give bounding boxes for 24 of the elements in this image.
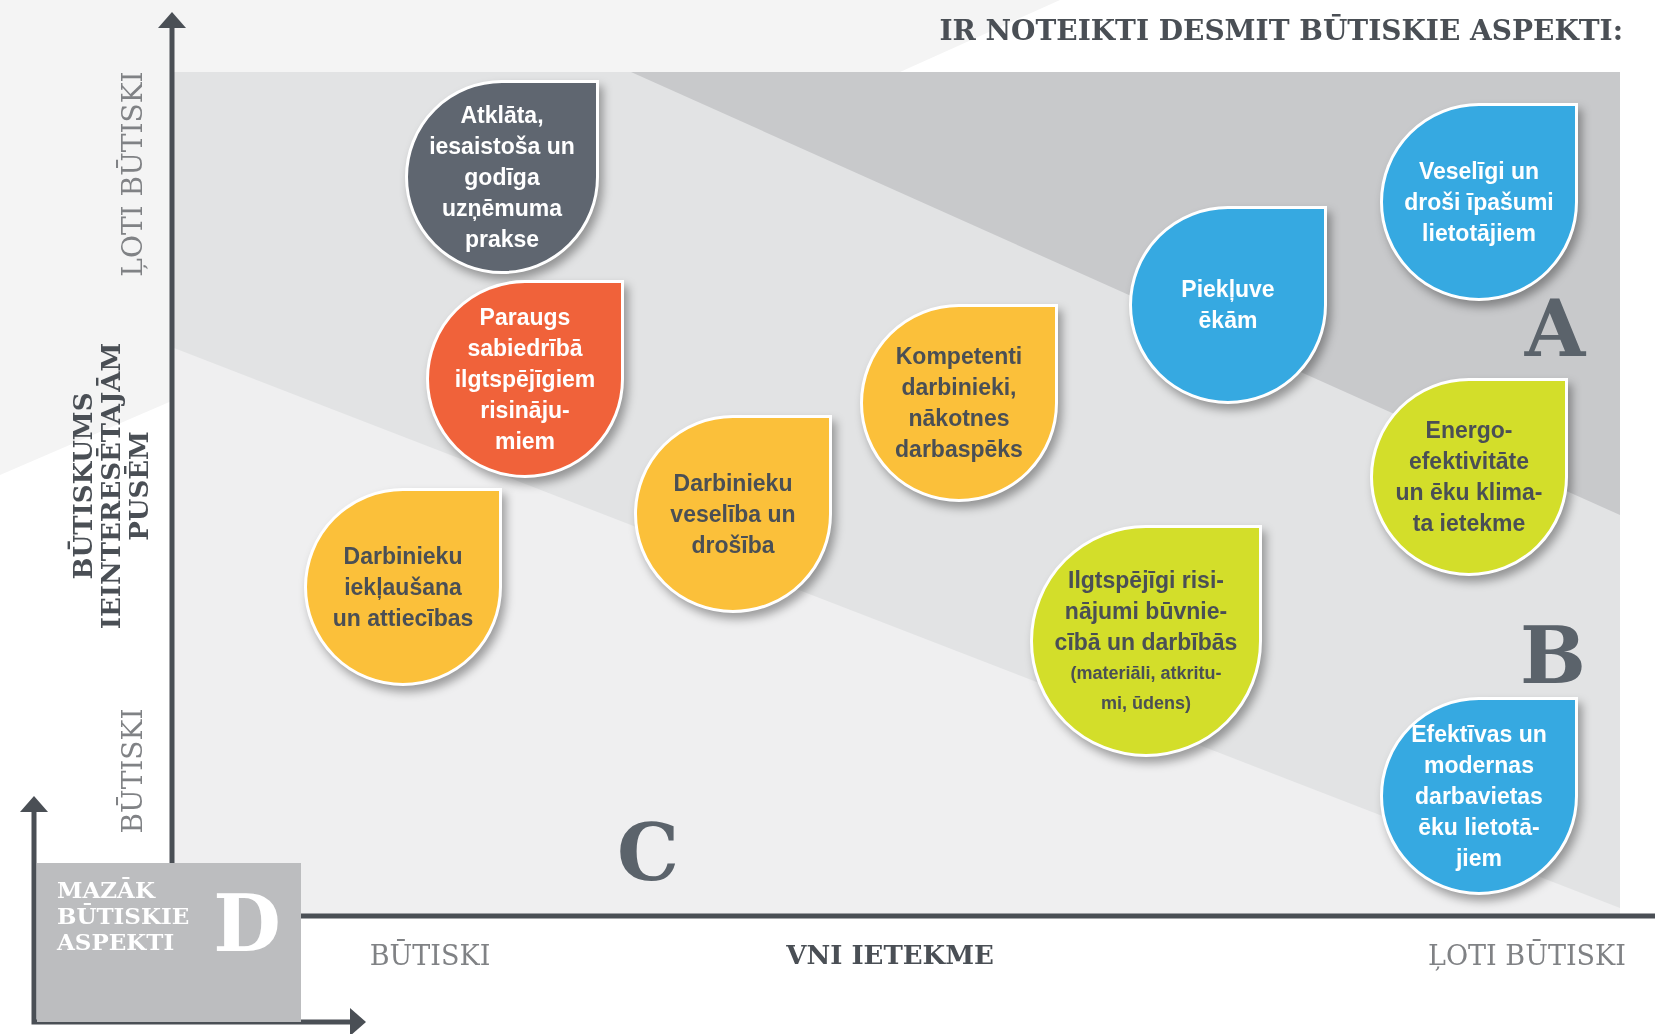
aspect-text: Darbinieku iekļaušana un attiecības — [331, 541, 475, 633]
aspect-text: Kompetenti darbinieki, nākotnes darbaspēks — [894, 342, 1024, 464]
title: IR NOTEIKTI DESMIT BŪTISKIE ASPEKTI: — [939, 14, 1623, 47]
axis-title: BŪTISKUMS IEINTERESĒTAJĀM PUSĒM — [69, 341, 153, 632]
aspect-note: (materiāli, atkritu- mi, ūdens) — [1070, 661, 1222, 715]
axis-label: BŪTISKI — [369, 939, 491, 971]
aspect-text: Veselīgi un droši īpašumi lietotājiem — [1404, 156, 1554, 248]
less-important-panel — [37, 863, 301, 1022]
zone-letter: B — [1520, 609, 1586, 701]
zone-letter: A — [1524, 282, 1586, 374]
zone-letter: D — [213, 885, 281, 963]
axis-label: ĻOTI BŪTISKI — [1428, 939, 1626, 971]
axis-label: ĻOTI BŪTISKI — [115, 71, 149, 277]
aspect-text: Energo- efektivitāte un ēku klima- ta ietekme — [1394, 416, 1544, 538]
zone-letter: C — [616, 806, 680, 898]
panel-text: MAZĀK BŪTISKIE ASPEKTI — [57, 877, 191, 955]
aspect-text: Paraugs sabiedrībā ilgtspējīgiem risināju- miem — [453, 302, 597, 456]
aspect-text: Darbinieku veselība un drošība — [669, 468, 797, 560]
aspect-text: Piekļuve ēkām — [1180, 275, 1276, 335]
aspect-text: Ilgtspējīgi risi- nājumi būvnie- cībā un darbībās — [1054, 565, 1238, 657]
axis-label: BŪTISKI — [115, 708, 149, 834]
aspect-text: Efektīvas un modernas darbavietas ēku lietotā- jiem — [1410, 719, 1548, 873]
aspect-text: Atklāta, iesaistoša un godīga uzņēmuma prakse — [428, 100, 576, 254]
axis-title: VNI IETEKME — [786, 940, 994, 970]
